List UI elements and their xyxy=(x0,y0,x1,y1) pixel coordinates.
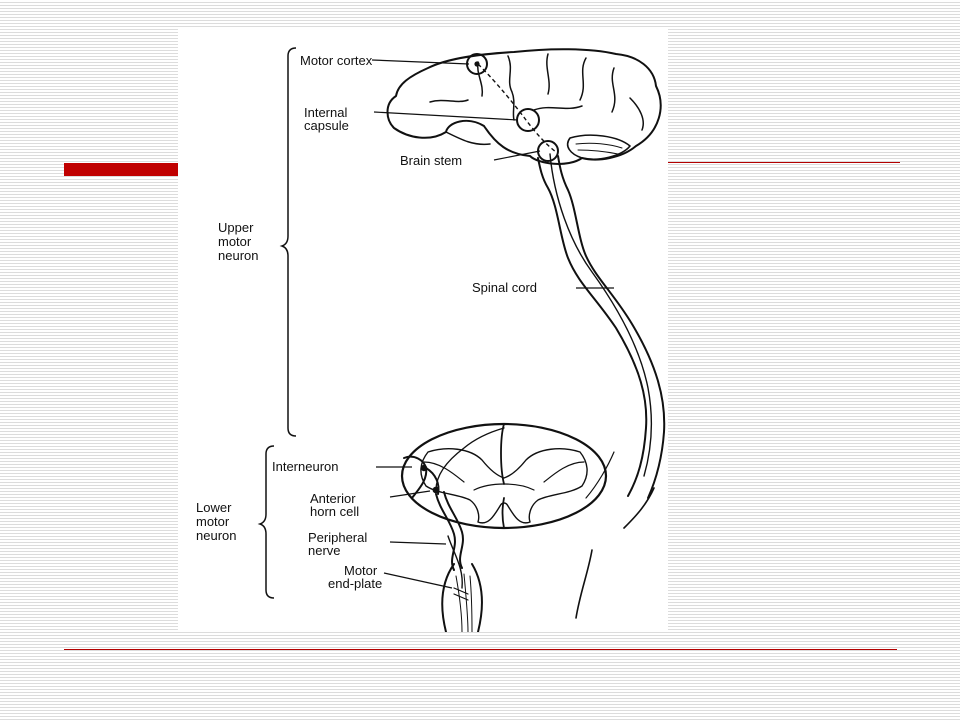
brain-stem-circle xyxy=(537,140,559,162)
temporal-lobe-line xyxy=(445,131,491,146)
muscle-outline-right xyxy=(471,563,483,632)
leader-lines xyxy=(371,59,614,589)
lower-motor-neuron-label-line2: motor xyxy=(196,514,230,529)
cerebellum-outline xyxy=(566,134,631,161)
sulcus-line xyxy=(611,67,616,113)
anterior-median-fissure xyxy=(501,497,505,529)
cerebrum-outline xyxy=(386,48,662,165)
muscle-fiber xyxy=(463,573,469,632)
peripheral-nerve-line xyxy=(443,491,464,569)
sulcus-line xyxy=(429,99,469,103)
brain-illustration xyxy=(386,48,662,165)
interneuron-label: Interneuron xyxy=(272,459,339,474)
peripheral-nerve-line xyxy=(435,493,456,571)
sulcus-line xyxy=(629,97,644,131)
motor-cortex-dot xyxy=(474,61,480,67)
sulcus-line xyxy=(546,53,550,95)
brain-stem-leader xyxy=(493,150,541,161)
dashed-tract-path xyxy=(477,63,557,153)
motor-end-plate-label-line2: end-plate xyxy=(328,576,382,591)
upper-motor-neuron-label-line3: neuron xyxy=(218,248,258,263)
motor-end-plate-leader xyxy=(383,572,453,589)
motor-pathway-diagram: Motor cortex Internal capsule Brain stem… xyxy=(178,28,668,632)
title-underline-rule xyxy=(668,162,900,163)
cerebellum-fold xyxy=(575,142,623,149)
grey-matter-outline xyxy=(420,448,588,524)
lower-motor-neuron-brace xyxy=(257,445,275,599)
internal-capsule-label-line1: Internal xyxy=(304,105,347,120)
anterior-horn-cell-label-line1: Anterior xyxy=(310,491,356,506)
upper-motor-neuron-label-line2: motor xyxy=(218,234,252,249)
muscle-outline-left xyxy=(441,563,455,632)
motor-cortex-leader xyxy=(371,59,470,65)
posterior-median-sulcus xyxy=(500,423,505,485)
sulcus-line xyxy=(533,105,583,111)
spinal-cord-label: Spinal cord xyxy=(472,280,537,295)
lateral-tract-line xyxy=(585,451,615,499)
cord-lower-edge xyxy=(575,549,593,619)
corticospinal-tract-line xyxy=(549,153,653,477)
cord-posterior-edge xyxy=(557,155,666,499)
grey-commissure xyxy=(473,483,535,491)
sulcus-line xyxy=(476,61,484,97)
peripheral-nerve-label-line2: nerve xyxy=(308,543,341,558)
cerebellum-fold xyxy=(577,149,619,155)
lower-motor-neuron-label-line3: neuron xyxy=(196,528,236,543)
nerve-branch xyxy=(447,535,463,589)
footer-rule xyxy=(64,649,897,650)
interneuron-soma xyxy=(420,464,428,472)
cross-section-outline xyxy=(400,422,608,530)
brain-stem-label: Brain stem xyxy=(400,153,462,168)
peripheral-nerve-and-muscle xyxy=(435,491,483,632)
upper-motor-neuron-brace xyxy=(279,47,297,437)
upper-motor-neuron-label-line1: Upper xyxy=(218,220,254,235)
peripheral-nerve-leader xyxy=(389,541,447,545)
motor-end-plate-label-line1: Motor xyxy=(344,563,378,578)
peripheral-nerve-label-line1: Peripheral xyxy=(308,530,367,545)
cord-lower-edge xyxy=(623,487,655,529)
dorsal-horn-line xyxy=(543,461,585,483)
spinal-cord-illustration xyxy=(537,153,666,619)
descending-axon xyxy=(435,427,505,491)
anterior-horn-cell-leader xyxy=(389,490,431,498)
internal-capsule-leader xyxy=(373,111,519,121)
internal-capsule-circle xyxy=(516,108,540,132)
central-sulcus-line xyxy=(507,55,515,121)
title-accent-bar xyxy=(64,163,180,176)
lower-motor-neuron-label-line1: Lower xyxy=(196,500,232,515)
internal-capsule-label-line2: capsule xyxy=(304,118,349,133)
end-plate-mark xyxy=(453,587,469,601)
muscle-fiber xyxy=(469,575,473,632)
sulcus-line xyxy=(579,57,587,101)
cord-anterior-edge xyxy=(537,157,648,497)
motor-cortex-label: Motor cortex xyxy=(300,53,373,68)
muscle-fiber xyxy=(455,575,463,632)
spinal-cord-cross-section xyxy=(400,422,615,530)
diagram-canvas: Motor cortex Internal capsule Brain stem… xyxy=(196,47,666,632)
anterior-horn-cell-label-line2: horn cell xyxy=(310,504,359,519)
dorsal-horn-line xyxy=(423,461,465,483)
